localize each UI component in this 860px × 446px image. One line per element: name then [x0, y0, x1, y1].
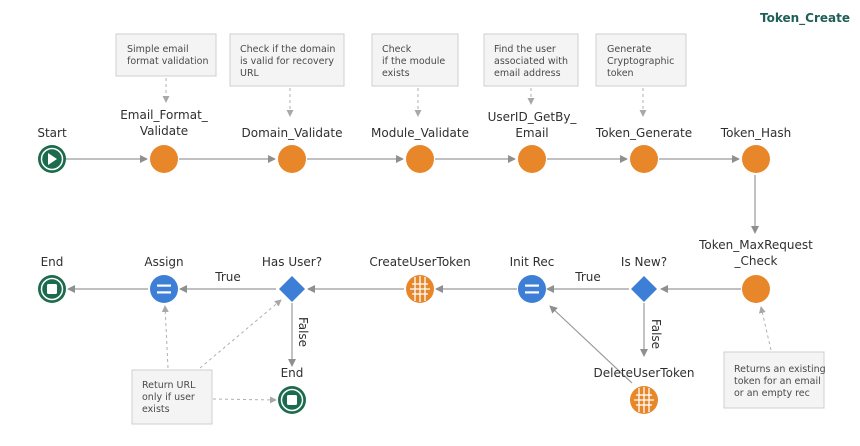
end-node[interactable]	[38, 275, 66, 303]
token-maxrequest-check-node[interactable]	[742, 275, 770, 303]
end-label-2: End	[281, 366, 304, 380]
delete-user-token-label: DeleteUserToken	[594, 366, 695, 380]
comment-token-generate: Generate Cryptographic token	[595, 33, 687, 87]
edge-label-false: False	[649, 319, 663, 349]
module-validate-node[interactable]	[406, 145, 434, 173]
database-grid-icon	[634, 387, 654, 413]
svg-text:email address: email address	[494, 68, 561, 79]
domain-validate-node[interactable]	[278, 145, 306, 173]
token-maxrequest-check-label-2: _Check	[734, 254, 778, 268]
comment-domain-validate: Check if the domain is valid for recover…	[229, 33, 345, 87]
svg-text:format validation: format validation	[127, 56, 209, 67]
svg-text:URL: URL	[240, 68, 260, 79]
comment-email-validate: Simple email format validation	[115, 33, 217, 77]
token-generate-label: Token_Generate	[595, 126, 692, 140]
end-label: End	[41, 255, 64, 269]
domain-validate-label: Domain_Validate	[242, 126, 343, 140]
svg-text:Return URL: Return URL	[142, 380, 196, 391]
delete-user-token-node[interactable]	[630, 386, 658, 414]
init-rec-label: Init Rec	[510, 255, 555, 269]
svg-text:Cryptographic: Cryptographic	[607, 56, 674, 67]
email-format-validate-node[interactable]	[150, 145, 178, 173]
comment-return-url: Return URL only if user exists	[131, 369, 213, 425]
start-node[interactable]	[38, 145, 66, 173]
equals-icon	[525, 284, 539, 287]
is-new-label: Is New?	[621, 255, 667, 269]
comment-token-maxrequest: Returns an existing token for an email o…	[723, 351, 826, 409]
svg-text:exists: exists	[382, 68, 410, 79]
comment-link	[212, 396, 277, 404]
email-format-validate-label: Email_Format_	[120, 108, 209, 122]
init-rec-assign-node[interactable]	[518, 275, 546, 303]
comment-userid-getby-email: Find the user associated with email addr…	[483, 33, 579, 87]
equals-icon	[157, 284, 171, 287]
userid-getby-email-node[interactable]	[518, 145, 546, 173]
end-node-2[interactable]	[278, 386, 306, 414]
token-maxrequest-check-label: Token_MaxRequest	[698, 238, 813, 252]
svg-text:Find the user: Find the user	[494, 44, 556, 55]
svg-text:Check: Check	[382, 44, 412, 55]
comment-link	[161, 305, 169, 369]
has-user-decision[interactable]	[279, 276, 305, 302]
create-user-token-label: CreateUserToken	[369, 255, 470, 269]
comment-link	[199, 299, 282, 369]
svg-text:Returns an existing: Returns an existing	[734, 364, 826, 375]
svg-text:token for an email: token for an email	[734, 376, 821, 387]
edge-label-true: True	[574, 270, 601, 284]
svg-text:only if user: only if user	[142, 392, 195, 403]
comment-module-validate: Check if the module exists	[371, 33, 459, 87]
comment-link	[758, 306, 772, 351]
connector[interactable]	[549, 305, 633, 384]
edge-label-true: True	[214, 270, 241, 284]
svg-text:token: token	[607, 68, 634, 79]
create-user-token-node[interactable]	[406, 275, 434, 303]
svg-text:associated with: associated with	[494, 56, 568, 67]
flow-title: Token_Create	[759, 11, 850, 25]
assign-label: Assign	[144, 255, 183, 269]
svg-text:if the module: if the module	[382, 56, 445, 67]
token-hash-node[interactable]	[742, 145, 770, 173]
svg-text:Generate: Generate	[607, 44, 652, 55]
svg-text:is valid for recovery: is valid for recovery	[240, 56, 334, 67]
has-user-label: Has User?	[262, 255, 322, 269]
svg-text:or an empty rec: or an empty rec	[734, 388, 810, 399]
play-icon	[48, 153, 57, 165]
stop-icon	[287, 395, 297, 405]
userid-getby-email-label: UserID_GetBy_	[488, 110, 578, 124]
token-generate-node[interactable]	[630, 145, 658, 173]
stop-icon	[47, 284, 57, 294]
database-grid-icon	[410, 276, 430, 302]
email-format-validate-label-2: Validate	[140, 124, 188, 138]
edge-label-false: False	[296, 317, 310, 347]
is-new-decision[interactable]	[631, 276, 657, 302]
token-hash-label: Token_Hash	[720, 126, 791, 140]
start-label: Start	[37, 126, 67, 140]
svg-text:exists: exists	[142, 404, 170, 415]
userid-getby-email-label-2: Email	[515, 126, 548, 140]
svg-text:Check if the domain: Check if the domain	[240, 44, 335, 55]
assign-node[interactable]	[150, 275, 178, 303]
svg-text:Simple email: Simple email	[127, 44, 189, 55]
module-validate-label: Module_Validate	[371, 126, 469, 140]
